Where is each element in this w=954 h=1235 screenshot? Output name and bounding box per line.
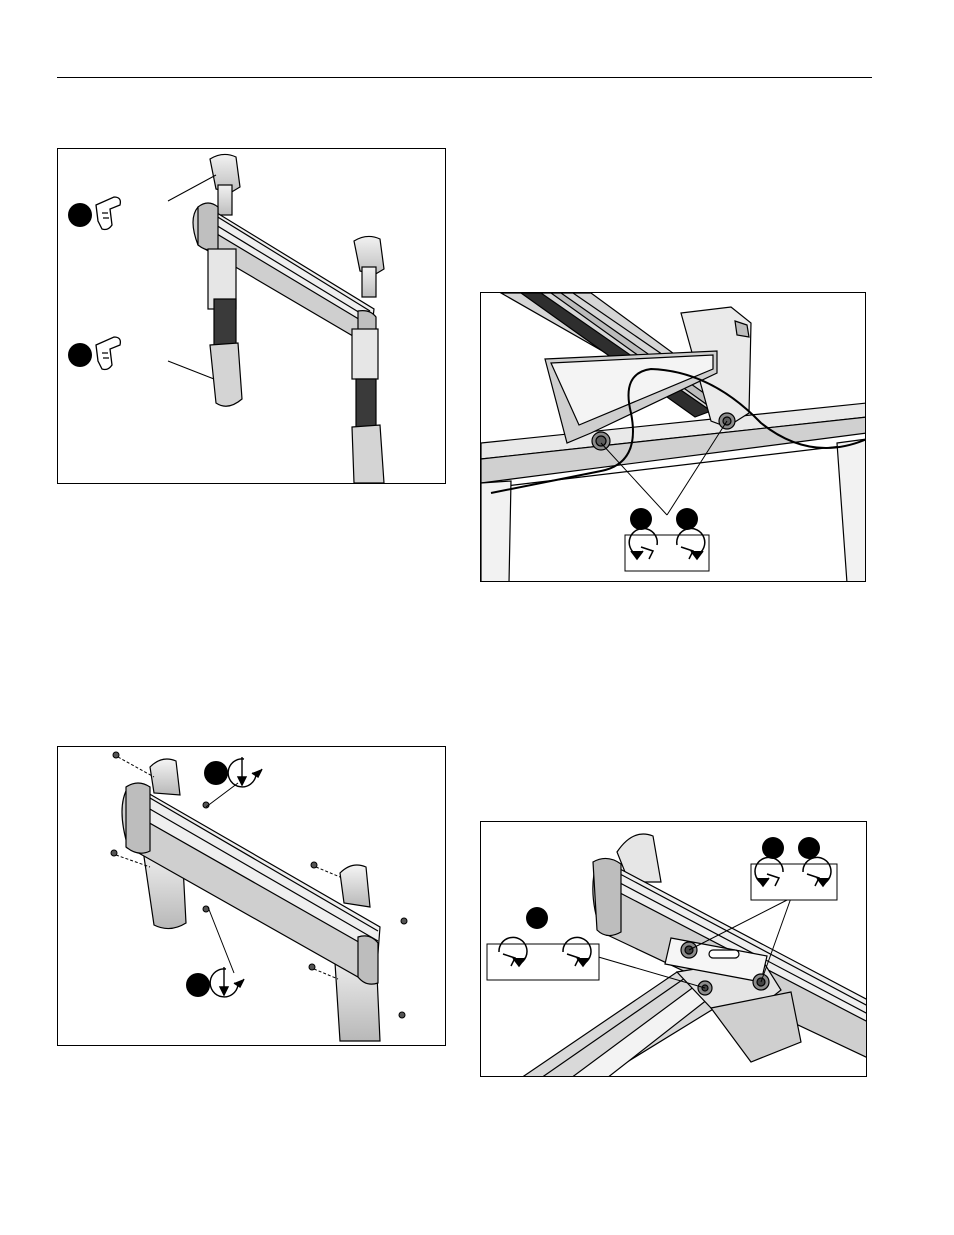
step-callout-b xyxy=(186,967,244,997)
step-callouts-c xyxy=(751,837,837,900)
figure-wrench-adjust-arm xyxy=(480,821,867,1077)
step-callout-1 xyxy=(68,197,120,230)
hand-icon xyxy=(96,337,120,370)
step-callouts-d xyxy=(487,907,599,980)
hand-icon xyxy=(96,197,120,230)
screwdriver-clockwise-icon xyxy=(228,757,262,787)
step-callouts xyxy=(625,508,709,571)
figure-hand-tighten-wall-plates xyxy=(57,148,446,484)
left-upright xyxy=(208,249,242,406)
step-callout-a xyxy=(204,757,262,787)
step-callout-2 xyxy=(68,337,120,370)
header-rule xyxy=(57,77,872,78)
screwdriver-clockwise-icon xyxy=(210,967,244,997)
right-upper-bracket xyxy=(354,236,384,297)
right-upright xyxy=(352,329,384,483)
figure-screwdriver-fasten-covers xyxy=(57,746,446,1046)
figure-wrench-loosen-tighten-underside xyxy=(480,292,866,582)
